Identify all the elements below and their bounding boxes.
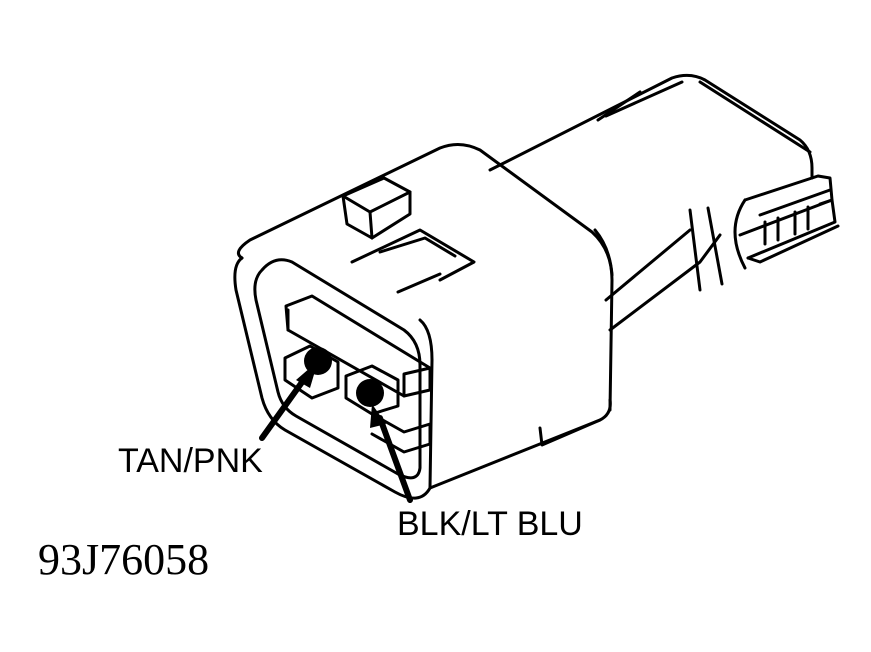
wire-label-tan-pnk: TAN/PNK — [118, 442, 263, 480]
rear-latch — [738, 174, 840, 264]
figure-id: 93J76058 — [38, 535, 210, 584]
connector-rear-body — [488, 73, 814, 332]
locking-tab — [341, 176, 412, 240]
leader-arrow-blk-lt-blu — [370, 404, 413, 503]
pin-dot-right — [356, 379, 384, 407]
pin-cavities — [283, 294, 432, 454]
leader-arrow-tan-pnk — [259, 361, 318, 441]
wire-label-blk-lt-blu: BLK/LT BLU — [397, 505, 583, 543]
